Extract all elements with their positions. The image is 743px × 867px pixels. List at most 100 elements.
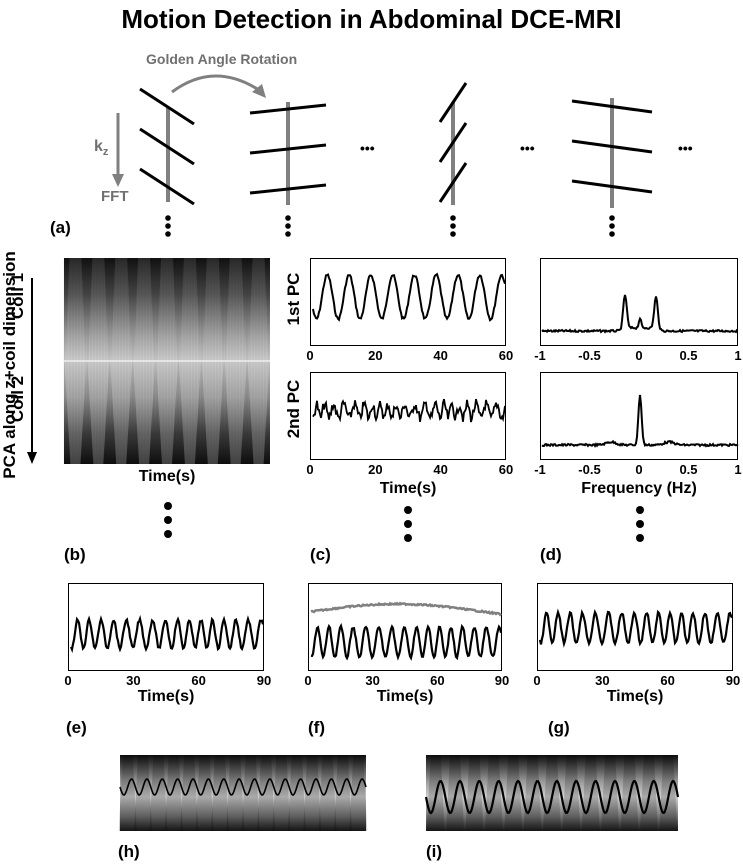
tick-label: 0 (306, 348, 314, 363)
panel-g-xticks: 0 30 60 90 (533, 673, 740, 691)
golden-angle-label: Golden Angle Rotation (146, 51, 298, 67)
tick-label: 0 (635, 462, 643, 477)
tick-label: 0 (64, 673, 72, 688)
signal-trace (312, 398, 506, 423)
signal-trace (69, 614, 265, 654)
panel-d-tag: (d) (540, 545, 562, 564)
panel-a-tag: (a) (50, 218, 71, 237)
coil1-label: Coil 1 (8, 272, 27, 320)
tick-label: -0.5 (578, 462, 601, 477)
drift-trace (310, 601, 502, 617)
tick-label: 0 (304, 673, 312, 688)
stack-1 (139, 87, 195, 237)
spectrum1-xticks: -1 -0.5 0 0.5 1 (534, 348, 741, 366)
tick-label: 90 (725, 673, 741, 688)
panel-c-tag: (c) (310, 545, 331, 564)
coil-images (63, 258, 270, 464)
panel-e-xlabel: Time(s) (137, 688, 195, 705)
panel-d-dots (636, 506, 644, 542)
panel-c-xlabel: Time(s) (379, 480, 437, 497)
pc2-plot (310, 372, 506, 460)
panel-f-plot (308, 583, 503, 671)
pc2-label: 2nd PC (284, 379, 303, 439)
tick-label: -1 (534, 348, 546, 363)
panel-g-xlabel: Time(s) (606, 688, 664, 705)
panel-i-image (424, 755, 680, 831)
panel-g-signal (538, 608, 733, 648)
tick-label: 60 (498, 462, 514, 477)
tick-label: 0 (635, 348, 643, 363)
panel-e-xticks: 0 30 60 90 (64, 673, 271, 691)
spectrum-trace (541, 294, 739, 334)
tick-label: 0 (533, 673, 541, 688)
kspace-stacks (139, 82, 653, 237)
panel-i-tag: (i) (426, 842, 443, 861)
panel-b-dots (164, 502, 172, 538)
tick-label: 20 (368, 462, 383, 477)
panel-e-tag: (e) (66, 718, 87, 737)
tick-label: 90 (494, 673, 510, 688)
spectrum2-plot (540, 372, 739, 460)
signal-trace (312, 272, 506, 322)
tick-label: 1 (734, 462, 742, 477)
tick-label: 1 (734, 348, 742, 363)
panel-f-xlabel: Time(s) (376, 688, 434, 705)
pca-side-arrow (27, 278, 37, 464)
spectrum1-curve (541, 294, 739, 334)
panel-b-xlabel: Time(s) (138, 468, 196, 485)
overlay-trace (424, 779, 680, 815)
pc1-label: 1st PC (284, 272, 303, 326)
tick-label: 20 (368, 348, 383, 363)
ellipsis-3: ••• (678, 140, 693, 156)
coil2-label: Coil 2 (8, 375, 27, 423)
panel-f-tag: (f) (308, 718, 325, 737)
tick-label: 30 (126, 673, 141, 688)
tick-label: 40 (433, 462, 448, 477)
kz-arrow (112, 113, 124, 187)
spectrum2-curve (541, 394, 739, 448)
pc1-signal (312, 272, 506, 322)
panel-h-tag: (h) (118, 842, 140, 861)
pc1-plot (310, 258, 506, 346)
signal-trace (538, 608, 733, 648)
stack-4 (571, 98, 653, 237)
kz-label: kz (94, 138, 109, 159)
tick-label: 30 (365, 673, 380, 688)
tick-label: 60 (430, 673, 445, 688)
coil1-label-wrap: Coil 1 (0, 273, 68, 319)
panel-a: Golden Angle Rotation kz FFT (0, 40, 743, 240)
panel-e-plot (68, 583, 265, 671)
panel-d-xlabel: Frequency (Hz) (581, 480, 697, 497)
tick-label: 60 (660, 673, 675, 688)
coil2-label-wrap: Coil 2 (0, 376, 68, 422)
pc2-signal (312, 398, 506, 423)
golden-angle-arrow (171, 74, 266, 98)
panel-b-tag: (b) (64, 545, 86, 564)
panel-f-signal (310, 601, 503, 661)
stack-3 (438, 82, 468, 237)
spectrum1-plot (540, 258, 739, 346)
figure-title: Motion Detection in Abdominal DCE-MRI (121, 4, 622, 34)
panel-g-tag: (g) (548, 718, 570, 737)
tick-label: 40 (433, 348, 448, 363)
ellipsis-2: ••• (520, 140, 535, 156)
tick-label: -1 (534, 462, 546, 477)
tick-label: 90 (256, 673, 272, 688)
tick-label: 60 (498, 348, 514, 363)
tick-label: 60 (191, 673, 206, 688)
panel-c-dots (404, 506, 412, 542)
panel-h-image (118, 755, 368, 831)
panel-f-xticks: 0 30 60 90 (304, 673, 509, 691)
tick-label: -0.5 (578, 348, 601, 363)
tick-label: 30 (595, 673, 610, 688)
tick-label: 0.5 (679, 348, 698, 363)
pc1-xticks: 0 20 40 60 (306, 348, 513, 366)
tick-label: 0.5 (679, 462, 698, 477)
signal-trace (310, 622, 503, 661)
spectrum2-xticks: -1 -0.5 0 0.5 1 (534, 462, 741, 480)
ellipsis-1: ••• (360, 140, 375, 156)
spectrum-trace (541, 394, 739, 448)
panel-e-signal (69, 614, 265, 654)
tick-label: 0 (306, 462, 314, 477)
stack-2 (249, 102, 327, 237)
